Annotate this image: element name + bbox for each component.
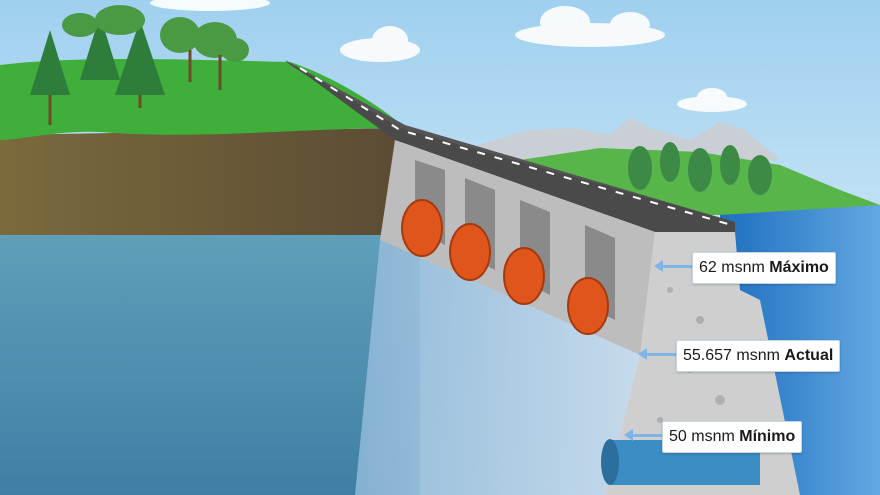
level-name: Actual xyxy=(784,347,834,364)
road xyxy=(290,63,735,232)
level-name: Mínimo xyxy=(739,428,796,445)
trees xyxy=(30,5,249,125)
level-label-min: 50 msnm Mínimo xyxy=(662,421,803,453)
level-arrow-current xyxy=(638,348,676,360)
level-value: 62 msnm xyxy=(699,259,765,276)
soil xyxy=(0,128,420,235)
clouds xyxy=(150,0,747,112)
spillway-gates xyxy=(401,160,615,335)
level-name: Máximo xyxy=(769,259,829,276)
road-markings xyxy=(299,67,736,227)
level-value: 50 msnm xyxy=(669,428,735,445)
level-arrow-max xyxy=(654,260,692,272)
dam-front-water xyxy=(355,240,640,495)
level-label-current: 55.657 msnm Actual xyxy=(676,340,841,372)
level-arrow-min xyxy=(624,429,662,441)
level-label-max: 62 msnm Máximo xyxy=(692,252,836,284)
far-trees xyxy=(628,142,772,195)
reservoir-water xyxy=(0,235,420,495)
level-value: 55.657 msnm xyxy=(683,347,780,364)
